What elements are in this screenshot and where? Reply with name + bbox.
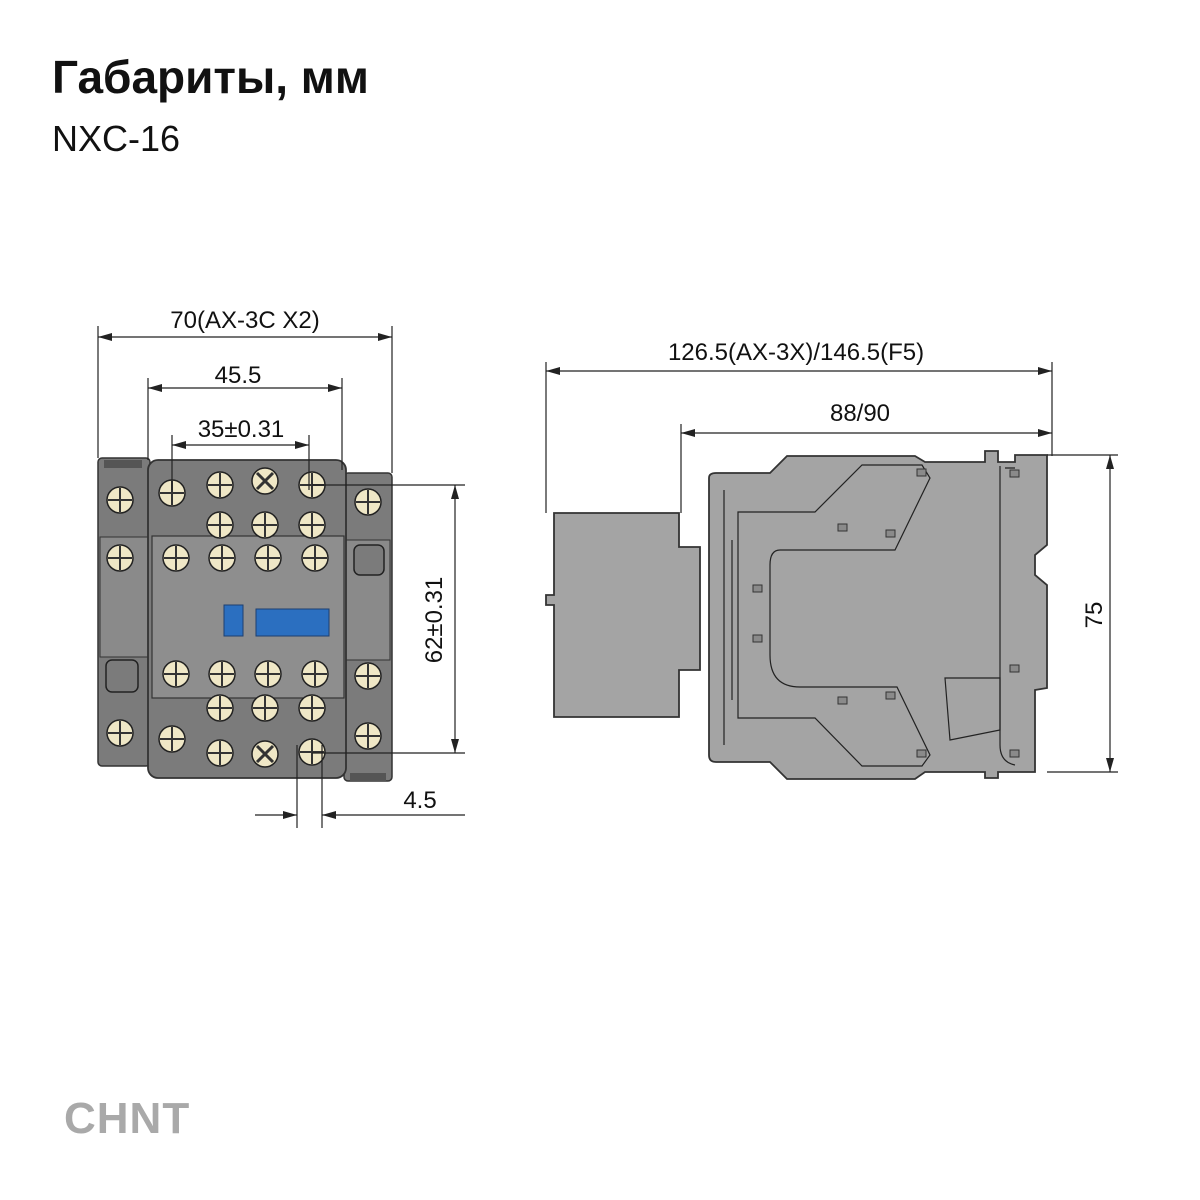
side-dimensions: 126.5(AX-3X)/146.5(F5) 88/90 75 — [545, 339, 1118, 773]
model-name: NXC-16 — [52, 118, 181, 159]
terminal-screw-icon — [208, 544, 236, 572]
terminal-screw-icon — [354, 722, 382, 750]
terminal-screw-icon — [254, 660, 282, 688]
front-view — [97, 457, 393, 782]
page-title: Габариты, мм — [52, 51, 369, 103]
dim-body-depth: 88/90 — [830, 400, 890, 427]
terminal-screw-icon — [298, 511, 326, 539]
coil-block — [545, 512, 701, 718]
terminal-screw-icon — [158, 725, 186, 753]
terminal-screw-icon — [206, 471, 234, 499]
terminal-screw-icon — [106, 719, 134, 747]
terminal-screw-icon — [301, 544, 329, 572]
terminal-screw-icon — [162, 544, 190, 572]
dim-hole: 4.5 — [403, 787, 436, 814]
terminal-screw-icon — [106, 544, 134, 572]
dim-mounting-height: 62±0.31 — [421, 577, 448, 664]
terminal-screw-icon — [208, 660, 236, 688]
label-window — [255, 608, 330, 637]
side-view — [545, 450, 1048, 780]
terminal-screw-icon — [206, 511, 234, 539]
terminal-screw-icon — [251, 467, 279, 495]
chint-logo: CHNT — [64, 1094, 191, 1143]
front-dimensions: 70(AX-3C X2) 45.5 35±0.31 62±0.31 4.5 — [97, 307, 465, 828]
terminal-screw-icon — [298, 738, 326, 766]
side-body — [708, 450, 1048, 780]
square-window — [353, 544, 385, 576]
terminal-screw-icon — [354, 662, 382, 690]
dim-height: 75 — [1081, 602, 1108, 629]
terminal-screw-icon — [251, 694, 279, 722]
terminal-screw-icon — [354, 488, 382, 516]
terminal-screw-icon — [206, 694, 234, 722]
terminal-screw-icon — [206, 739, 234, 767]
square-window — [105, 659, 139, 693]
terminal-screw-icon — [251, 740, 279, 768]
terminal-screw-icon — [251, 511, 279, 539]
terminal-screw-icon — [162, 660, 190, 688]
terminal-screw-icon — [301, 660, 329, 688]
terminal-screw-icon — [106, 486, 134, 514]
terminal-screw-icon — [298, 694, 326, 722]
dim-body-width: 45.5 — [215, 362, 262, 389]
dim-mounting-width: 35±0.31 — [198, 416, 285, 443]
terminal-screw-icon — [254, 544, 282, 572]
dim-overall-depth: 126.5(AX-3X)/146.5(F5) — [668, 339, 924, 366]
indicator-window — [223, 604, 244, 637]
dim-overall-width: 70(AX-3C X2) — [170, 307, 319, 334]
